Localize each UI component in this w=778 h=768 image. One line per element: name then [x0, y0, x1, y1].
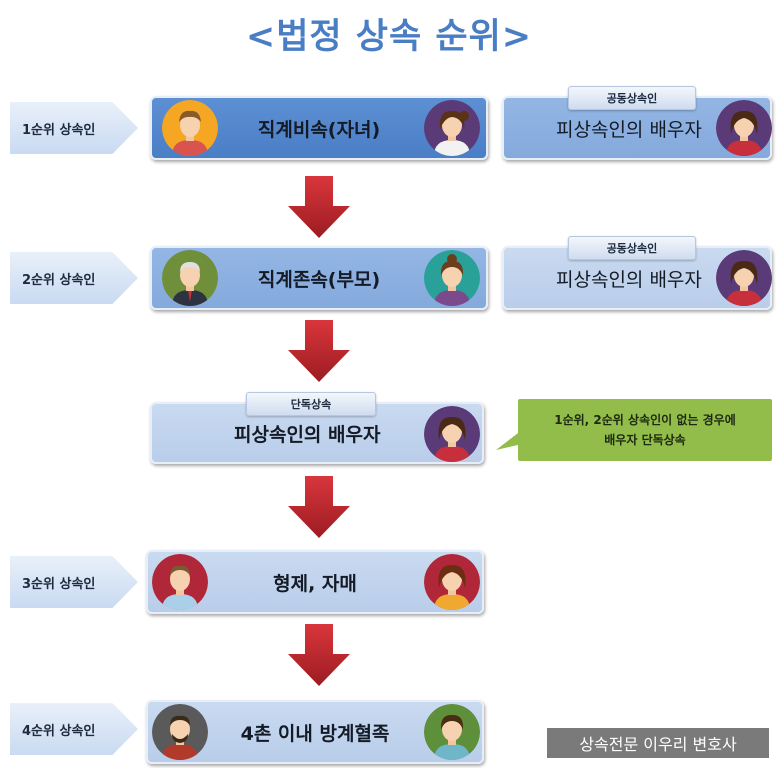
note-line-1: 1순위, 2순위 상속인이 없는 경우에: [554, 413, 736, 427]
down-arrow-icon-2: [288, 320, 350, 382]
sole-inheritance-note: 1순위, 2순위 상속인이 없는 경우에 배우자 단독상속: [518, 399, 772, 461]
spouse-avatar-icon-1: [716, 100, 772, 156]
siblings-label: 형제, 자매: [273, 572, 357, 595]
joint-heir-badge-1: 공동상속인: [568, 86, 696, 110]
boy-avatar-icon: [162, 100, 218, 156]
spouse-sole-label: 피상속인의 배우자: [234, 423, 381, 446]
spouse-joint-label-1: 피상속인의 배우자: [556, 118, 702, 141]
note-line-2: 배우자 단독상속: [604, 433, 686, 447]
rank-tag-2: 2순위 상속인: [10, 252, 138, 304]
mother-avatar-icon: [424, 250, 480, 306]
uncle-avatar-icon: [152, 704, 208, 760]
rank-tag-4: 4순위 상속인: [10, 703, 138, 755]
collateral-relatives-label: 4촌 이내 방계혈족: [240, 722, 390, 745]
girl-avatar-icon: [424, 100, 480, 156]
rank-tag-1: 1순위 상속인: [10, 102, 138, 154]
spouse-sole-avatar-icon: [424, 406, 480, 462]
down-arrow-icon-1: [288, 176, 350, 238]
spouse-avatar-icon-2: [716, 250, 772, 306]
sister-avatar-icon: [424, 554, 480, 610]
grandfather-avatar-icon: [162, 250, 218, 306]
brother-avatar-icon: [152, 554, 208, 610]
note-pointer-icon: [496, 430, 522, 450]
descendants-label: 직계비속(자녀): [257, 118, 381, 141]
joint-heir-badge-2: 공동상속인: [568, 236, 696, 260]
down-arrow-icon-4: [288, 624, 350, 686]
cousin-avatar-icon: [424, 704, 480, 760]
page-title: <법정 상속 순위>: [245, 17, 533, 57]
ascendants-label: 직계존속(부모): [257, 268, 381, 291]
down-arrow-icon-3: [288, 476, 350, 538]
rank-tag-3: 3순위 상속인: [10, 556, 138, 608]
sole-heir-badge: 단독상속: [246, 392, 376, 416]
author-caption: 상속전문 이우리 변호사: [547, 728, 769, 758]
spouse-joint-label-2: 피상속인의 배우자: [556, 268, 702, 291]
